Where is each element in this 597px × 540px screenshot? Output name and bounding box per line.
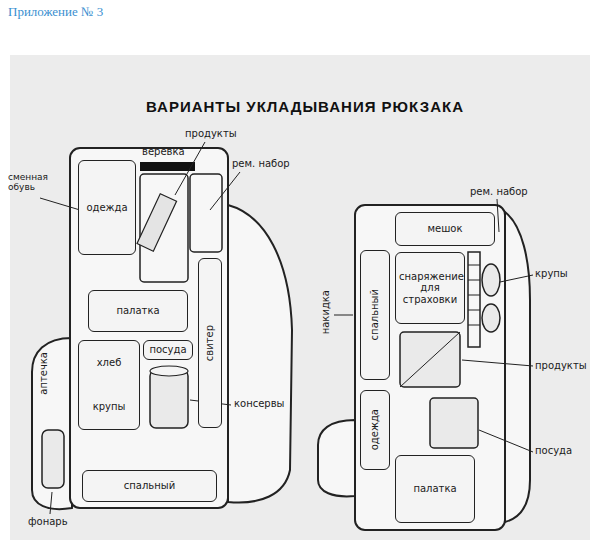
ladder-rungs	[468, 265, 480, 325]
backpack-body	[70, 148, 228, 508]
part-label: посуда	[535, 445, 572, 457]
photo-ground	[10, 55, 590, 540]
part-label: продукты	[535, 360, 587, 372]
compartment-box: палатка	[395, 455, 475, 523]
part-label: крупы	[535, 268, 568, 280]
side-pocket	[32, 338, 72, 509]
compartment-box: спальный	[360, 250, 390, 380]
part-label: консервы	[234, 398, 284, 410]
grain-bag	[482, 264, 500, 296]
repair-kit-box	[190, 174, 222, 252]
leader-line	[334, 315, 353, 316]
compartment-label: одежда	[369, 409, 381, 450]
compartment-box: одежда	[360, 390, 390, 470]
cookware-box	[430, 398, 478, 448]
compartment-box: свитер	[198, 258, 222, 428]
part-label: накидка	[320, 290, 332, 334]
compartment-label: хлеб	[97, 357, 122, 369]
leader-line	[462, 360, 533, 366]
part-label: рем. набор	[232, 158, 290, 170]
part-label: аптечка	[38, 352, 50, 395]
part-label: рем. набор	[470, 186, 528, 198]
compartment-label: мешок	[427, 223, 462, 235]
compartment-label: спальный	[369, 289, 381, 340]
part-label: продукты	[185, 128, 237, 140]
compartment-label: спальный	[124, 480, 175, 492]
compartment-label: палатка	[413, 483, 456, 495]
leader-line	[497, 199, 499, 232]
leader-line	[500, 275, 533, 282]
compartment-box: мешок	[395, 212, 495, 246]
compartment-box: снаряжение для страховки	[395, 252, 465, 324]
part-label: веревка	[142, 146, 185, 158]
appendix-heading: Приложение № 3	[8, 4, 103, 20]
compartment-box: одежда	[78, 160, 136, 255]
tin-can-top	[150, 366, 188, 376]
side-flap	[228, 205, 292, 503]
leader-line	[50, 492, 52, 514]
rope-bar	[140, 162, 195, 171]
compartment-label: палатка	[116, 305, 159, 317]
tin-can	[150, 370, 188, 428]
leader-line	[210, 172, 240, 210]
food-package	[137, 194, 177, 251]
ladder-strip	[468, 252, 480, 347]
diagram-title: ВАРИАНТЫ УКЛАДЫВАНИЯ РЮКЗАКА	[140, 98, 470, 115]
part-label: сменная обувь	[8, 172, 64, 193]
leader-line	[479, 430, 533, 452]
compartment-label: снаряжение для страховки	[399, 271, 461, 306]
side-pocket	[318, 420, 355, 496]
grain-bag	[482, 304, 500, 332]
compartment-label: крупы	[93, 401, 126, 413]
backpack-body	[355, 205, 505, 530]
side-flap	[505, 212, 530, 522]
compartment-box: хлеб крупы	[78, 340, 140, 430]
leader-line	[40, 198, 80, 210]
compartment-box: посуда	[143, 340, 193, 360]
compartment-label: свитер	[204, 325, 216, 361]
compartment-box: спальный	[82, 470, 217, 502]
package-strap	[400, 332, 460, 387]
food-package	[400, 332, 460, 387]
compartment-label: одежда	[86, 202, 127, 214]
compartment-label: посуда	[149, 344, 186, 356]
part-label: фонарь	[28, 516, 68, 528]
flashlight	[42, 430, 64, 488]
compartment-box: палатка	[88, 290, 188, 332]
